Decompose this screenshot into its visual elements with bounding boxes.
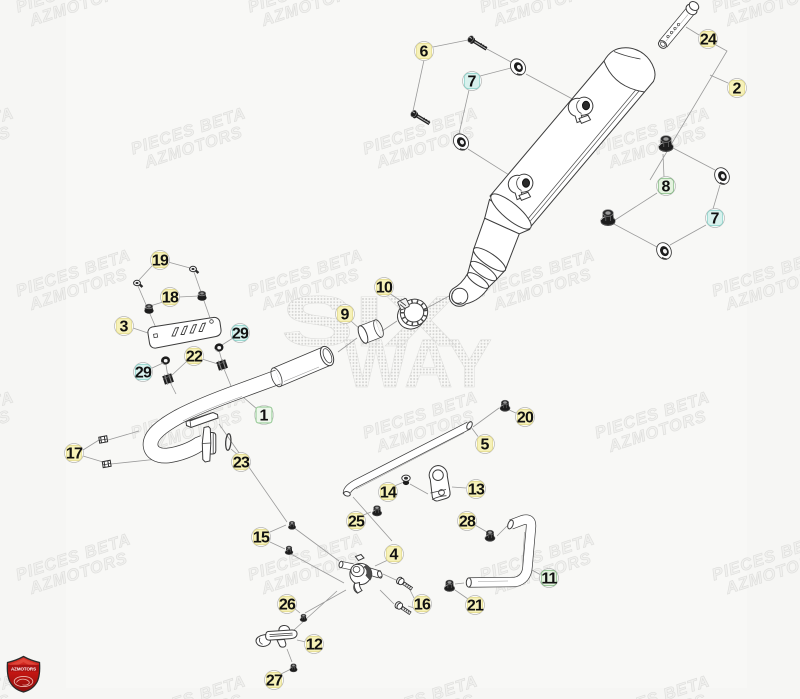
svg-text:28: 28	[459, 513, 476, 530]
svg-text:AZMOTORS: AZMOTORS	[11, 666, 36, 671]
svg-text:13: 13	[468, 481, 485, 498]
svg-text:29: 29	[135, 364, 152, 381]
svg-text:12: 12	[306, 636, 323, 653]
svg-text:7: 7	[711, 210, 720, 227]
svg-text:24: 24	[700, 31, 717, 48]
svg-text:5: 5	[481, 436, 490, 453]
svg-text:8: 8	[662, 178, 671, 195]
svg-text:1: 1	[260, 407, 269, 424]
svg-text:20: 20	[517, 409, 534, 426]
svg-text:10: 10	[376, 279, 393, 296]
svg-text:22: 22	[186, 348, 203, 365]
svg-text:9: 9	[341, 306, 350, 323]
svg-text:15: 15	[253, 529, 270, 546]
svg-text:23: 23	[233, 454, 250, 471]
svg-text:3: 3	[120, 318, 129, 335]
svg-text:4: 4	[390, 546, 399, 563]
svg-text:16: 16	[414, 596, 431, 613]
svg-text:26: 26	[279, 596, 296, 613]
svg-text:29: 29	[232, 325, 249, 342]
svg-text:SIX: SIX	[281, 283, 457, 362]
svg-text:11: 11	[541, 570, 557, 587]
svg-text:18: 18	[162, 289, 179, 306]
svg-text:25: 25	[348, 513, 365, 530]
svg-text:21: 21	[467, 597, 484, 614]
svg-text:2: 2	[733, 80, 742, 97]
svg-text:7: 7	[468, 73, 477, 90]
svg-text:17: 17	[66, 445, 83, 462]
svg-text:14: 14	[380, 484, 397, 501]
svg-text:6: 6	[420, 43, 429, 60]
svg-text:19: 19	[152, 252, 169, 269]
svg-text:27: 27	[266, 672, 283, 689]
svg-text:WAY: WAY	[344, 325, 492, 402]
